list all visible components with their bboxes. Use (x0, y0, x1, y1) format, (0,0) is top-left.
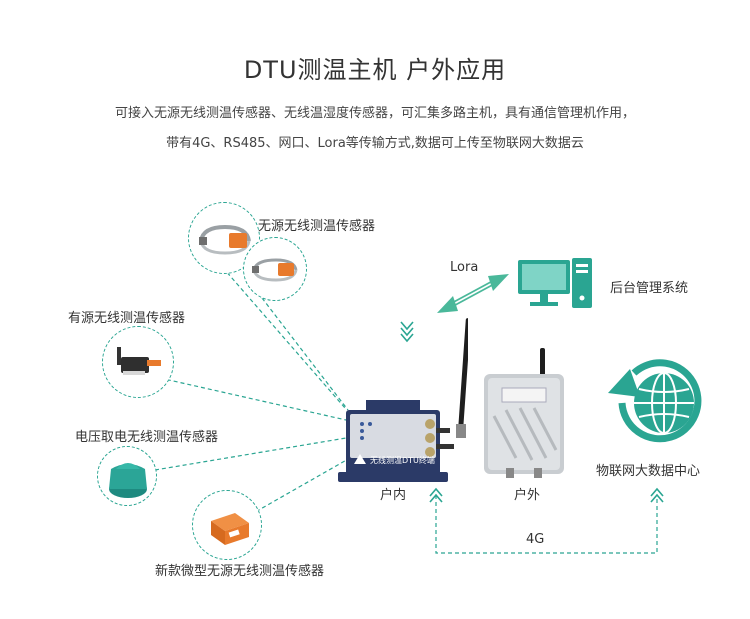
computer-icon (518, 258, 592, 308)
micro-sensor-icon (211, 513, 249, 545)
line-4g (435, 495, 658, 554)
voltage-sensor-icon (109, 463, 147, 498)
line-voltage (154, 437, 347, 471)
lora-arrow (437, 274, 509, 313)
label-active-sensor: 有源无线测温传感器 (68, 311, 186, 326)
sensor-passive-2-circle (243, 237, 307, 301)
label-iot-center: 物联网大数据中心 (596, 464, 701, 479)
label-voltage-sensor: 电压取电无线测温传感器 (75, 430, 219, 445)
sensor-voltage-circle (97, 446, 157, 506)
passive-sensor-clamp-icon (199, 224, 251, 255)
globe-icon (608, 359, 702, 443)
label-micro-sensor: 新款微型无源无线测温传感器 (155, 564, 325, 579)
label-lora: Lora (450, 260, 479, 275)
label-backend: 后台管理系统 (610, 281, 689, 296)
sensor-micro-circle (192, 490, 262, 560)
active-sensor-icon (117, 347, 161, 375)
sensor-passive-1-circle (188, 202, 260, 274)
label-outdoor: 户外 (514, 488, 541, 503)
label-passive-sensor: 无源无线测温传感器 (258, 219, 376, 234)
page-title: DTU测温主机 户外应用 (243, 56, 507, 84)
sensor-active-circle (102, 326, 174, 398)
subtitle-line-2: 带有4G、RS485、网口、Lora等传输方式,数据可上传至物联网大数据云 (166, 136, 584, 151)
device-label: 无线测温DTU终端 (370, 455, 435, 465)
label-4g: 4G (526, 532, 545, 547)
line-passive-2 (261, 297, 349, 411)
subtitle-line-1: 可接入无源无线测温传感器、无线温湿度传感器，可汇集多路主机，具有通信管理机作用， (114, 106, 635, 121)
passive-sensor-clamp-icon (252, 258, 298, 282)
label-indoor: 户内 (380, 488, 407, 503)
indoor-dtu-device: 无线测温DTU终端 (338, 318, 468, 482)
line-micro (249, 457, 351, 516)
outdoor-enclosure (484, 348, 564, 478)
line-active (159, 377, 347, 421)
line-passive-1 (217, 261, 346, 409)
